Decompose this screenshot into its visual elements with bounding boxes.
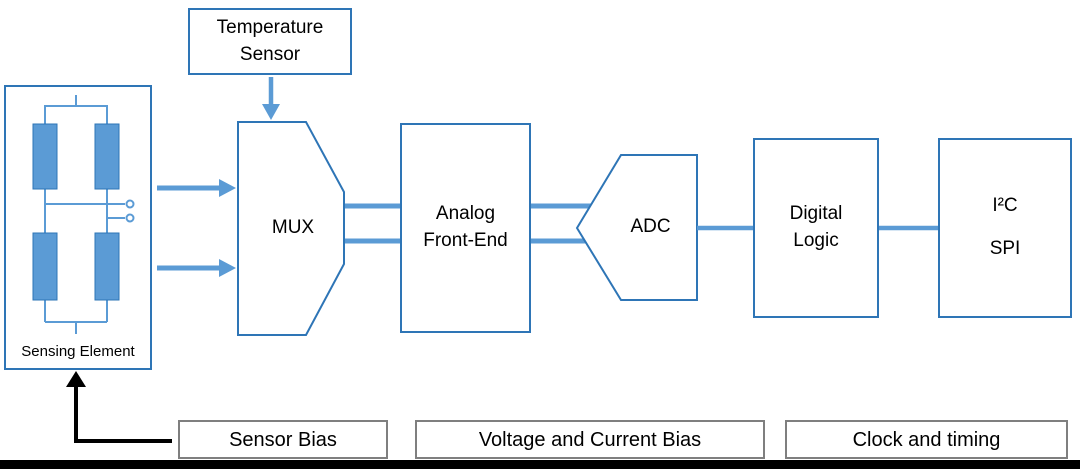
mux-shape <box>237 121 345 336</box>
sensing-to-mux-arrow-top <box>157 179 236 197</box>
analog-front-end-block: Analog Front-End <box>400 123 531 333</box>
bottom-divider-bar <box>0 460 1080 469</box>
spi-label: SPI <box>989 238 1021 259</box>
mux-label: MUX <box>271 217 315 239</box>
sensing-element-label: Sensing Element <box>21 343 135 360</box>
bridge-resistor-bottom-left <box>32 232 58 301</box>
bridge-resistors <box>32 123 120 301</box>
serial-interface-block: I²C SPI <box>938 138 1072 318</box>
bridge-resistor-bottom-right <box>94 232 120 301</box>
clock-timing-block: Clock and timing <box>785 420 1068 459</box>
adc-label: ADC <box>630 216 671 238</box>
digital-logic-block: Digital Logic <box>753 138 879 318</box>
sensor-bias-block: Sensor Bias <box>178 420 388 459</box>
temperature-sensor-block: Temperature Sensor <box>188 8 352 75</box>
afe-label-line2: Front-End <box>423 230 508 251</box>
sensor-bias-label: Sensor Bias <box>229 428 337 451</box>
sensing-element-block: Sensing Element <box>4 85 152 370</box>
sensor-bias-to-sensing-arrow <box>66 371 172 443</box>
wheatstone-bridge-wires <box>44 95 125 334</box>
bridge-resistor-top-right <box>94 123 120 190</box>
temperature-sensor-label-line2: Sensor <box>239 43 301 65</box>
digital-logic-label-line2: Logic <box>793 230 839 251</box>
i2c-label: I²C <box>992 195 1018 217</box>
clock-timing-label: Clock and timing <box>852 428 1001 451</box>
temp-sensor-to-mux-arrow <box>262 77 280 120</box>
bridge-output-node-top <box>125 199 135 209</box>
mux-to-afe-bus <box>344 203 400 244</box>
digital-logic-label-line1: Digital <box>789 203 843 225</box>
temperature-sensor-label-line1: Temperature <box>216 16 324 38</box>
sensing-to-mux-arrow-bottom <box>157 259 236 277</box>
afe-label-line1: Analog <box>435 203 496 225</box>
bridge-output-node-bottom <box>125 213 135 223</box>
bridge-resistor-top-left <box>32 123 58 190</box>
voltage-current-bias-label: Voltage and Current Bias <box>478 428 702 451</box>
voltage-current-bias-block: Voltage and Current Bias <box>415 420 765 459</box>
